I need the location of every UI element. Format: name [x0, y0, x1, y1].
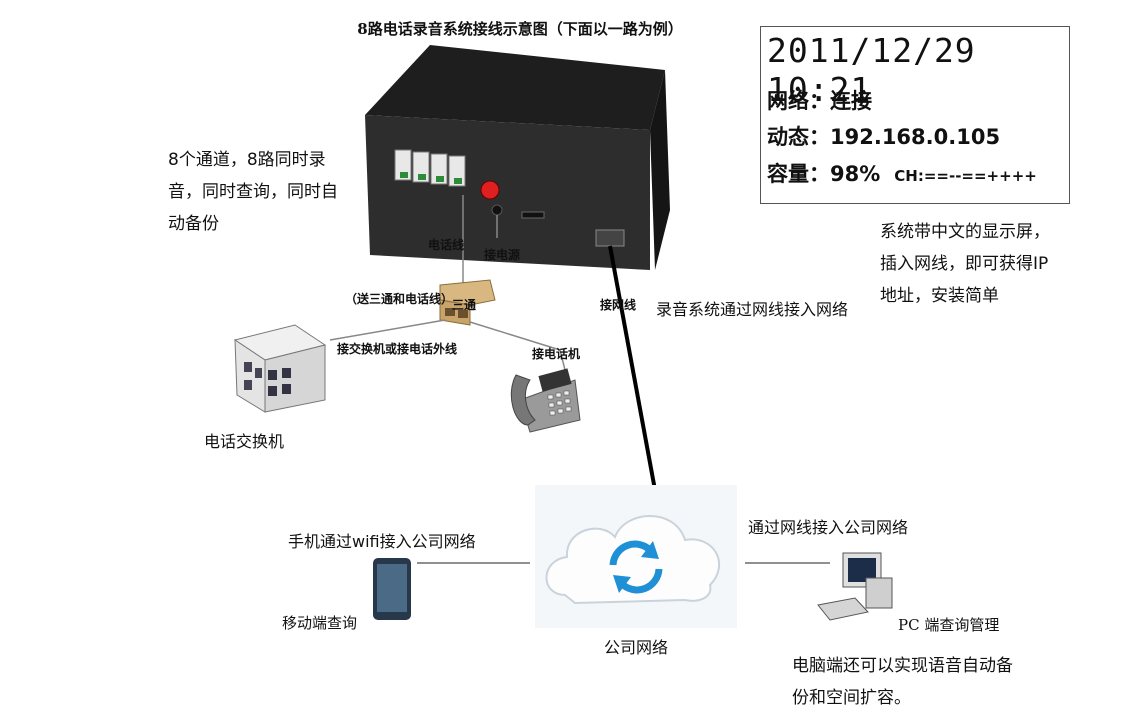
phone-exchange-icon [235, 325, 325, 412]
display-note-line2: 插入网线，即可获得IP [880, 248, 1050, 280]
lcd-dynamic-row: 动态：192.168.0.105 [767, 121, 1000, 151]
exchange-label: 电话交换机 [204, 428, 284, 452]
mobile-phone-icon [373, 558, 411, 620]
channels-note-line3: 动备份 [168, 208, 338, 240]
desk-telephone-icon [511, 368, 580, 432]
lcd-network-label: 网络： [767, 89, 830, 113]
lan-access-note: 通过网线接入公司网络 [748, 514, 908, 538]
usb-port-icon [522, 212, 544, 218]
phone-line-label: 电话线 [428, 236, 464, 253]
pc-extra-line1: 电脑端还可以实现语音自动备 [792, 650, 1013, 682]
lcd-ip-value: 192.168.0.105 [830, 125, 1000, 149]
lcd-capacity-label: 容量： [767, 162, 830, 186]
cloud-icon [535, 485, 737, 628]
company-network-label: 公司网络 [604, 634, 668, 658]
mobile-query-label: 移动端查询 [282, 612, 357, 633]
lan-cable-label: 接网线 [600, 296, 636, 313]
display-note: 系统带中文的显示屏， 插入网线，即可获得IP 地址，安装简单 [880, 216, 1050, 312]
display-note-line1: 系统带中文的显示屏， [880, 216, 1050, 248]
recording-device [365, 45, 670, 270]
splitter-label: 三通 [452, 296, 476, 313]
channels-note: 8个通道，8路同时录 音，同时查询，同时自 动备份 [168, 144, 338, 240]
exchange-wire [330, 320, 445, 340]
lan-cable [610, 246, 655, 490]
lcd-capacity-row: 容量：98% CH:==--==++++ [767, 158, 1037, 188]
lcd-capacity-value: 98% [830, 162, 880, 186]
channels-note-line2: 音，同时查询，同时自 [168, 176, 338, 208]
company-cloud [535, 485, 737, 628]
pc-query-label: PC 端查询管理 [898, 614, 999, 635]
power-label: 接电源 [484, 246, 520, 263]
network-access-note: 录音系统通过网线接入网络 [656, 296, 848, 320]
display-note-line3: 地址，安装简单 [880, 280, 1050, 312]
lcd-network-row: 网络：连接 [767, 85, 872, 115]
exchange-wire-label: 接交换机或接电话外线 [337, 340, 457, 357]
power-jack-icon [492, 205, 502, 215]
splitter-note-label: （送三通和电话线） [345, 290, 453, 307]
power-button-icon [481, 181, 499, 199]
lan-port-icon [596, 230, 624, 246]
channels-note-line1: 8个通道，8路同时录 [168, 144, 338, 176]
telephone-wire-label: 接电话机 [532, 345, 580, 362]
lcd-dynamic-label: 动态： [767, 125, 830, 149]
pc-extra-line2: 份和空间扩容。 [792, 682, 1013, 714]
lcd-display: 2011/12/29 10:21 网络：连接 动态：192.168.0.105 … [760, 26, 1070, 204]
wifi-access-note: 手机通过wifi接入公司网络 [288, 528, 476, 552]
lcd-network-value: 连接 [830, 89, 872, 113]
lcd-channel-status: CH:==--==++++ [894, 167, 1037, 185]
pc-extra-note: 电脑端还可以实现语音自动备 份和空间扩容。 [792, 650, 1013, 714]
